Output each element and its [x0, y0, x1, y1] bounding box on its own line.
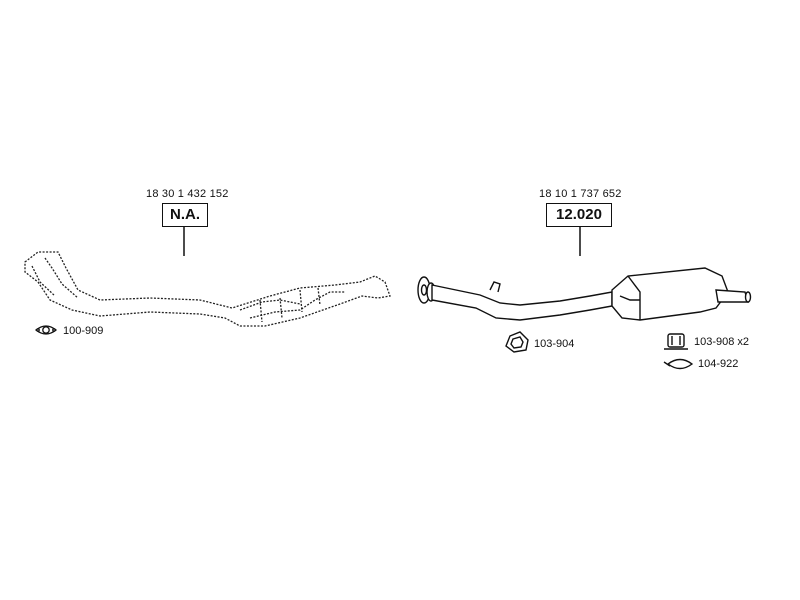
silencer-oem-number: 18 10 1 737 652 [539, 188, 622, 200]
front-pipe-oem-number: 18 30 1 432 152 [146, 188, 229, 200]
sealing-ring-icon [663, 358, 694, 370]
rubber-mount-icon [664, 333, 688, 350]
accessory-label-100-909: 100-909 [63, 325, 104, 337]
accessory-label-103-908: 103-908 x2 [694, 336, 750, 348]
accessory-label-103-904: 103-904 [534, 338, 575, 350]
accessory-label-104-922: 104-922 [698, 358, 739, 370]
front-pipe-part-box[interactable]: N.A. [162, 203, 208, 227]
clamp-icon [505, 331, 529, 353]
silencer-part-box[interactable]: 12.020 [546, 203, 612, 227]
flange-gasket-icon [34, 325, 58, 335]
front-pipe-outline [24, 251, 391, 327]
rear-silencer-drawing [417, 267, 752, 321]
